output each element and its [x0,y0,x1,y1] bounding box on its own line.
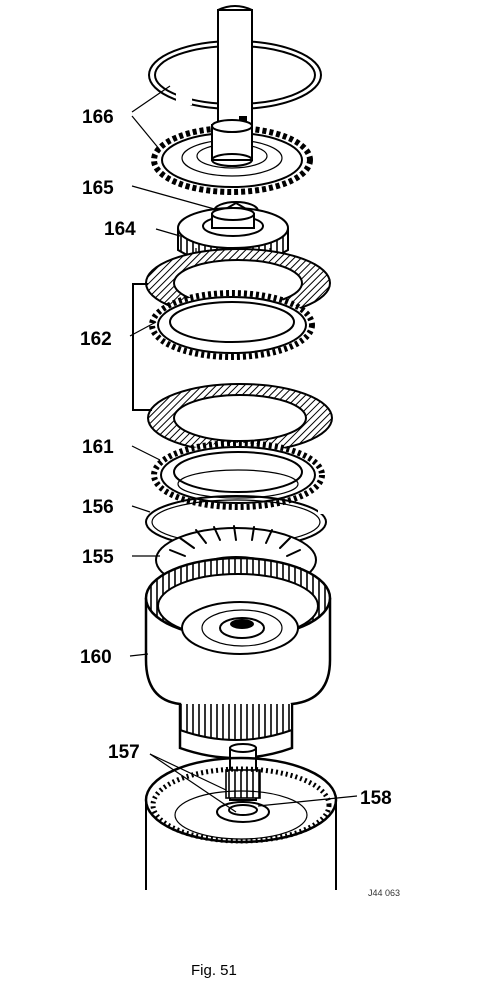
leader-lines [129,85,358,813]
label-164: 164 [104,219,136,240]
figure-caption: Fig. 51 [191,962,237,979]
clutch-plate-pack-162 [132,248,333,453]
label-155: 155 [82,547,114,568]
clutch-hub-166 [151,119,313,195]
label-165: 165 [82,178,114,199]
transmission-housing [144,756,338,890]
steel-plate-161 [151,440,325,510]
drawing-code: J44 063 [368,888,400,898]
label-157: 157 [108,742,140,763]
label-158: 158 [360,788,392,809]
label-161: 161 [82,437,114,458]
label-156: 156 [82,497,114,518]
label-166: 166 [82,107,114,128]
label-162: 162 [80,329,112,350]
clutch-drum-160 [144,556,332,760]
label-160: 160 [80,647,112,668]
